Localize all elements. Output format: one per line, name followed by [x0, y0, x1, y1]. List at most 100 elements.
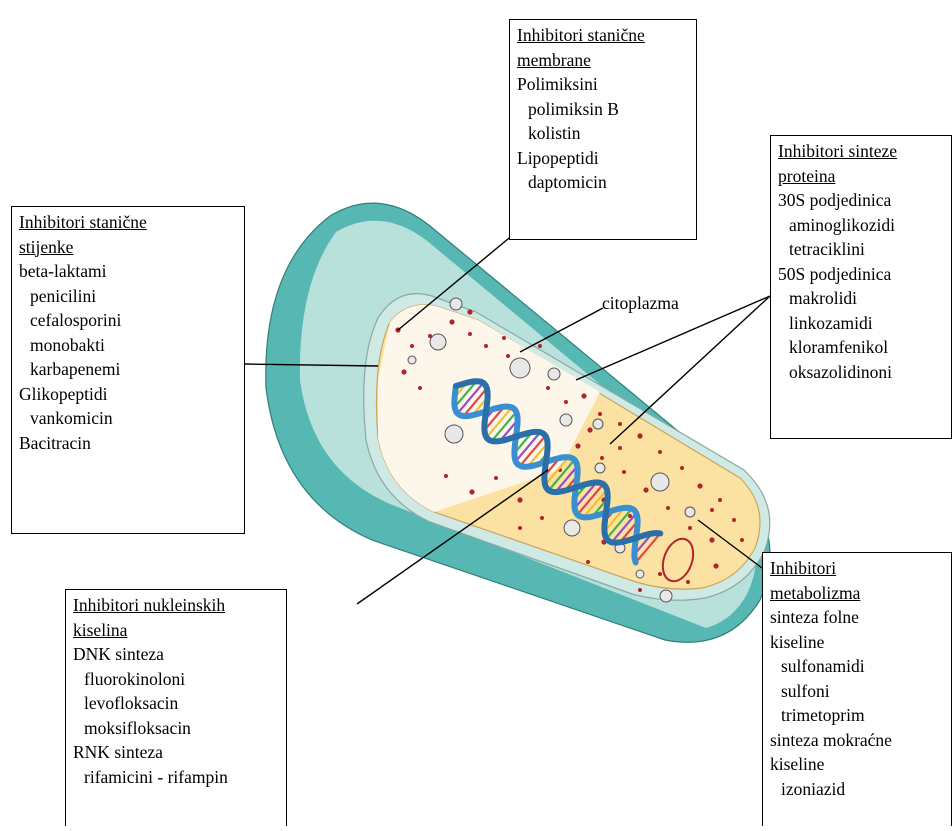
- ribosome-dot: [538, 344, 542, 348]
- ribosome-dot: [540, 516, 544, 520]
- leader-ribosome-50s: [610, 296, 770, 444]
- ribosome-dot: [688, 526, 692, 530]
- granule: [595, 463, 605, 473]
- ribosome-dot: [618, 446, 622, 450]
- ribosome-dot: [686, 580, 690, 584]
- drug-item: trimetoprim: [770, 703, 951, 728]
- drug-item: kolistin: [517, 121, 690, 146]
- ribosome-dot: [637, 433, 642, 438]
- drug-item: Lipopeptidi: [517, 146, 690, 171]
- drug-item: vankomicin: [19, 406, 238, 431]
- ribosome-dot: [502, 336, 506, 340]
- drug-item: makrolidi: [778, 286, 945, 311]
- drug-item: 50S podjedinica: [778, 262, 945, 287]
- drug-item: sulfoni: [770, 679, 951, 704]
- granule: [548, 368, 560, 380]
- ribosome-dot: [506, 354, 510, 358]
- granule: [651, 473, 669, 491]
- drug-item: penicilini: [19, 284, 238, 309]
- ribosome-dot: [401, 369, 406, 374]
- metabolism-inhibitors-box: Inhibitorimetabolizmasinteza folnekiseli…: [762, 552, 952, 826]
- drug-item: sinteza folne: [770, 605, 951, 630]
- ribosome-dot: [444, 474, 448, 478]
- ribosome-dot: [718, 498, 722, 502]
- box-title-line: proteina: [778, 164, 945, 189]
- ribosome-dot: [666, 506, 670, 510]
- drug-item: kiseline: [770, 752, 951, 777]
- granule: [408, 356, 416, 364]
- cell-wall-inhibitors-box: Inhibitori staničnestijenkebeta-laktamip…: [11, 206, 245, 534]
- granule: [636, 570, 644, 578]
- granule: [593, 419, 603, 429]
- box-title-line: Inhibitori stanične: [517, 23, 690, 48]
- granule: [450, 298, 462, 310]
- drug-item: cefalosporini: [19, 308, 238, 333]
- drug-item: sulfonamidi: [770, 654, 951, 679]
- ribosome-dot: [546, 386, 550, 390]
- box-title-line: Inhibitori nukleinskih: [73, 593, 280, 618]
- drug-item: aminoglikozidi: [778, 213, 945, 238]
- granule: [430, 334, 446, 350]
- ribosome-dot: [587, 427, 592, 432]
- ribosome-dot: [697, 483, 702, 488]
- drug-item: daptomicin: [517, 170, 690, 195]
- ribosome-dot: [598, 412, 602, 416]
- box-title-line: kiselina: [73, 618, 280, 643]
- drug-item: moksifloksacin: [73, 716, 280, 741]
- ribosome-dot: [449, 319, 454, 324]
- ribosome-dot: [468, 332, 472, 336]
- ribosome-dot: [418, 386, 422, 390]
- ribosome-dot: [564, 400, 568, 404]
- ribosome-dot: [484, 344, 488, 348]
- drug-item: RNK sinteza: [73, 740, 280, 765]
- ribosome-dot: [467, 309, 472, 314]
- drug-item: kiseline: [770, 630, 951, 655]
- drug-item: izoniazid: [770, 777, 951, 802]
- ribosome-dot: [618, 422, 622, 426]
- granule: [564, 520, 580, 536]
- drug-item: tetraciklini: [778, 237, 945, 262]
- drug-item: beta-laktami: [19, 259, 238, 284]
- drug-item: polimiksin B: [517, 97, 690, 122]
- drug-item: Polimiksini: [517, 72, 690, 97]
- granule: [560, 414, 572, 426]
- box-title-line: metabolizma: [770, 581, 951, 606]
- ribosome-dot: [710, 508, 714, 512]
- box-title-line: Inhibitori stanične: [19, 210, 238, 235]
- ribosome-dot: [494, 476, 498, 480]
- ribosome-dot: [680, 466, 684, 470]
- ribosome-dot: [638, 588, 642, 592]
- drug-item: Bacitracin: [19, 431, 238, 456]
- ribosome-dot: [575, 443, 580, 448]
- box-title-line: Inhibitori: [770, 556, 951, 581]
- ribosome-dot: [709, 537, 714, 542]
- drug-item: linkozamidi: [778, 311, 945, 336]
- drug-item: oksazolidinoni: [778, 360, 945, 385]
- drug-item: fluorokinoloni: [73, 667, 280, 692]
- drug-item: karbapenemi: [19, 357, 238, 382]
- drug-item: 30S podjedinica: [778, 188, 945, 213]
- ribosome-dot: [586, 560, 590, 564]
- drug-item: DNK sinteza: [73, 642, 280, 667]
- ribosome-dot: [518, 526, 522, 530]
- box-title-line: stijenke: [19, 235, 238, 260]
- drug-item: sinteza mokraćne: [770, 728, 951, 753]
- ribosome-dot: [600, 456, 604, 460]
- granule: [685, 507, 695, 517]
- granule: [660, 590, 672, 602]
- ribosome-dot: [517, 497, 522, 502]
- drug-item: kloramfenikol: [778, 335, 945, 360]
- granule: [510, 358, 530, 378]
- ribosome-dot: [732, 518, 736, 522]
- ribosome-dot: [622, 470, 626, 474]
- ribosome-dot: [469, 489, 474, 494]
- drug-item: Glikopeptidi: [19, 382, 238, 407]
- ribosome-dot: [740, 538, 744, 542]
- drug-item: levofloksacin: [73, 691, 280, 716]
- ribosome-dot: [658, 572, 662, 576]
- cytoplasm-label: citoplazma: [602, 293, 679, 314]
